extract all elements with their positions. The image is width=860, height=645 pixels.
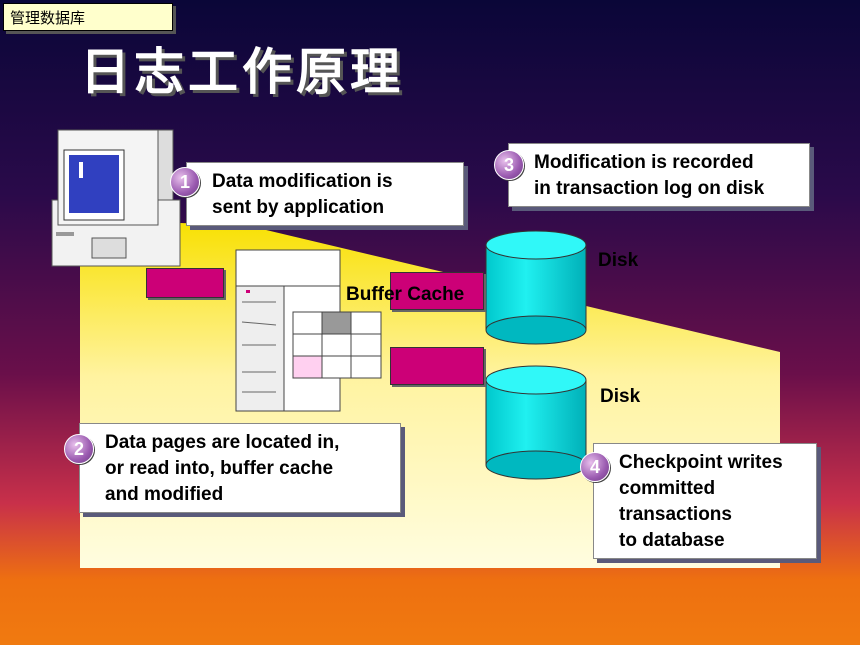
step-4-line-2: committed [619, 478, 716, 499]
header-tag: 管理数据库 [3, 3, 173, 31]
step-1-line-2: sent by application [212, 197, 385, 218]
step-4-line-4: to database [619, 530, 725, 551]
disk-top-label: Disk [598, 250, 639, 271]
buffer-cache-label: Buffer Cache [346, 284, 465, 305]
step-3-callout: Modification is recorded in transaction … [508, 143, 810, 207]
disk-bottom-icon [485, 365, 587, 480]
step-4-badge: 4 [580, 452, 610, 482]
step-1-callout: Data modification is sent by application [186, 162, 464, 226]
step-2-line-1: Data pages are located in, [105, 432, 340, 453]
data-block-log [390, 272, 484, 310]
disk-bottom-label: Disk [600, 386, 641, 407]
step-2-line-3: and modified [105, 484, 224, 505]
buffer-cache-grid [292, 311, 382, 379]
data-block-db [390, 347, 484, 385]
step-2-badge: 2 [64, 434, 94, 464]
data-block-app [146, 268, 224, 298]
step-3-line-2: in transaction log on disk [534, 178, 765, 199]
step-4-line-3: transactions [619, 504, 732, 525]
step-4-line-1: Checkpoint writes [619, 452, 783, 473]
step-1-badge: 1 [170, 167, 200, 197]
step-1-line-1: Data modification is [212, 171, 393, 192]
step-2-line-2: or read into, buffer cache [105, 458, 334, 479]
page-title: 日志工作原理 [80, 43, 404, 101]
step-3-line-1: Modification is recorded [534, 152, 754, 173]
step-3-badge: 3 [494, 150, 524, 180]
disk-top-icon [485, 230, 587, 345]
computer-icon [51, 129, 181, 267]
step-2-callout: Data pages are located in, or read into,… [79, 423, 401, 513]
step-4-callout: Checkpoint writes committed transactions… [593, 443, 817, 559]
